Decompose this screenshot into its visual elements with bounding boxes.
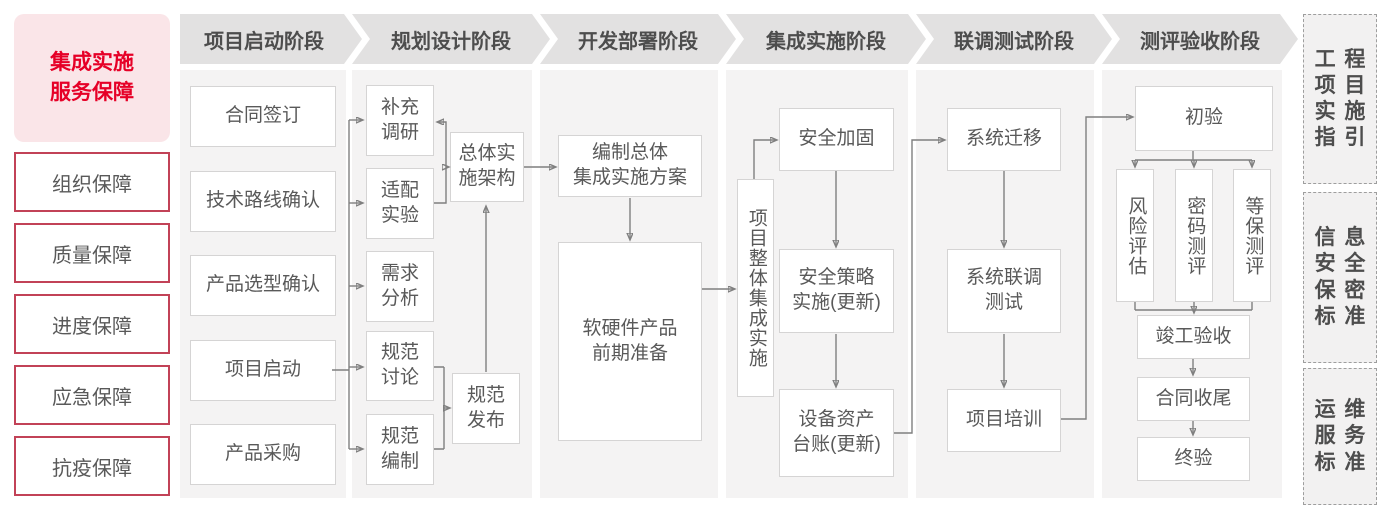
sidebar-item-organization: 组织保障 [14,152,170,212]
flow-box-overall-integration: 项目整体集成实施 [737,179,774,397]
phase-header-joint-test: 联调测试阶段 [916,14,1112,64]
flow-box-project-training: 项目培训 [947,389,1061,452]
sidebar-item-emergency: 应急保障 [14,365,170,425]
flow-box-spec-release: 规范 发布 [452,373,520,444]
flow-box-tech-route-confirm: 技术路线确认 [190,171,336,232]
flow-box-spec-drafting: 规范 编制 [366,414,434,485]
flow-box-mlps-eval: 等保测评 [1233,169,1271,302]
flow-box-joint-debug-test: 系统联调 测试 [947,249,1061,333]
standard-box-ops-standard: 运维 服务 标准 [1303,368,1377,505]
flow-box-supplementary-research: 补充 调研 [366,85,434,156]
standard-box-engineering-guide: 工程 项目 实施 指引 [1303,14,1377,184]
phase-header-project-start: 项目启动阶段 [180,14,362,64]
phase-header-dev-deploy: 开发部署阶段 [540,14,736,64]
flow-box-asset-ledger: 设备资产 台账(更新) [779,389,894,477]
flow-box-security-policy: 安全策略 实施(更新) [779,249,894,333]
standard-box-infosec-standard: 信息 安全 保密 标准 [1303,192,1377,363]
flow-box-completion-acceptance: 竣工验收 [1137,315,1250,359]
phase-header-integration: 集成实施阶段 [726,14,926,64]
sidebar-item-epidemic: 抗疫保障 [14,436,170,496]
flow-box-product-purchase: 产品采购 [190,424,336,485]
flow-box-project-kickoff: 项目启动 [190,340,336,401]
sidebar-item-schedule: 进度保障 [14,294,170,354]
flow-box-hw-sw-preparation: 软硬件产品 前期准备 [558,242,702,441]
phase-header-planning-design: 规划设计阶段 [352,14,550,64]
diagram-title: 集成实施 服务保障 [14,14,170,142]
flow-box-adaptation-test: 适配 实验 [366,168,434,239]
flow-box-final-acceptance: 终验 [1137,437,1250,481]
phase-header-acceptance: 测评验收阶段 [1102,14,1298,64]
flow-box-product-selection: 产品选型确认 [190,255,336,316]
sidebar-item-quality: 质量保障 [14,223,170,283]
flow-box-spec-discussion: 规范 讨论 [366,331,434,401]
flow-box-crypto-eval: 密码测评 [1175,169,1213,302]
flow-box-initial-acceptance: 初验 [1135,86,1273,151]
flow-box-system-migration: 系统迁移 [947,108,1061,171]
flow-box-contract-closure: 合同收尾 [1137,377,1250,421]
flow-box-security-hardening: 安全加固 [779,108,894,171]
flow-box-requirement-analysis: 需求 分析 [366,251,434,322]
flow-box-overall-arch: 总体实 施架构 [450,132,524,202]
flow-box-contract-signing: 合同签订 [190,86,336,147]
flow-box-risk-assessment: 风险评估 [1116,169,1154,302]
flow-box-overall-plan: 编制总体 集成实施方案 [558,135,702,197]
